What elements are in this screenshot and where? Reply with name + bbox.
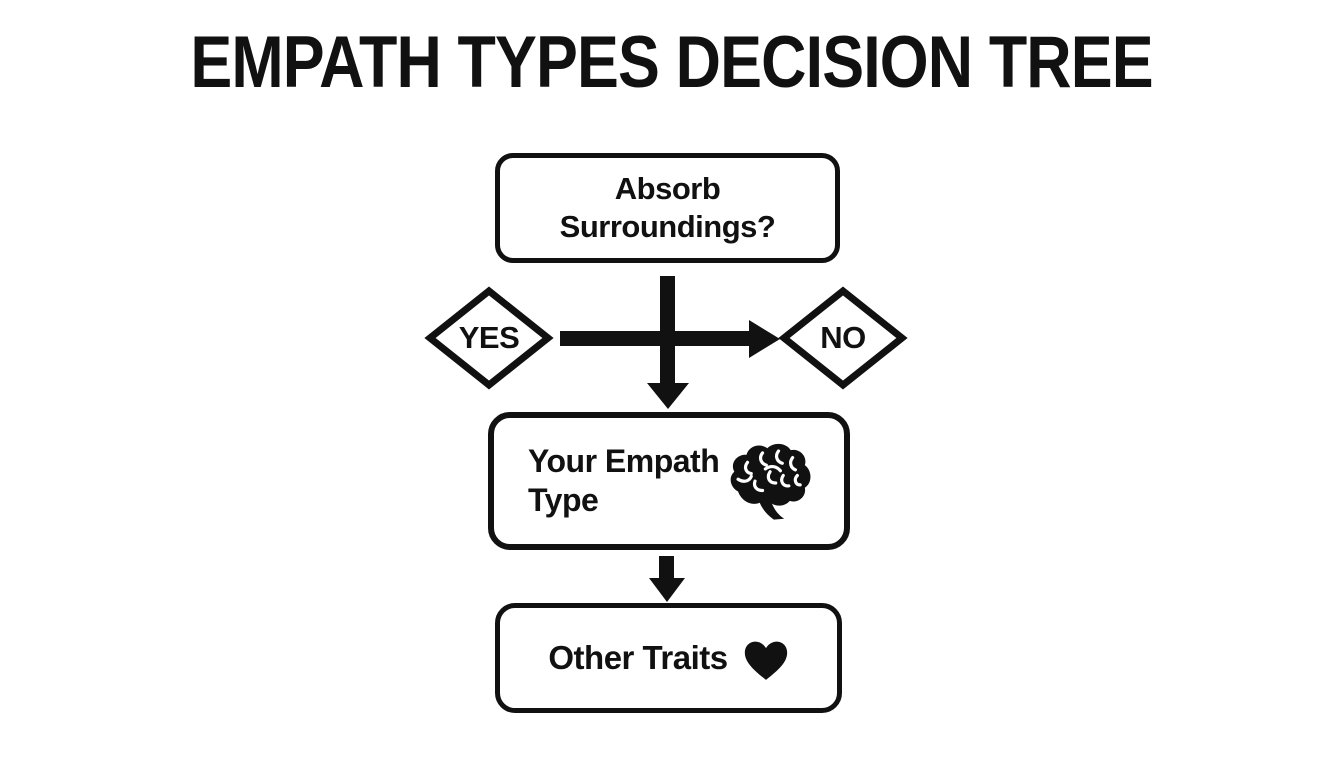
traits-box-label: Other Traits [548, 639, 728, 676]
down-arrow-main-shaft [660, 276, 675, 384]
right-arrow-shaft [560, 331, 750, 346]
brain-icon [730, 443, 811, 520]
page-title-text: EMPATH TYPES DECISION TREE [190, 22, 1154, 103]
down-arrow-short-head [649, 578, 685, 602]
no-diamond-shape [778, 286, 908, 390]
page-title: EMPATH TYPES DECISION TREE [0, 22, 1344, 104]
question-box: Absorb Surroundings? [495, 153, 840, 263]
no-diamond: NO [778, 285, 908, 391]
no-label: NO [820, 320, 866, 355]
heart-icon [744, 641, 787, 680]
right-arrow-head [749, 320, 780, 358]
question-box-line1: Absorb [614, 171, 721, 206]
question-box-line2: Surroundings? [559, 209, 776, 244]
result-box: Your Empath Type [488, 412, 850, 550]
traits-box: Other Traits [495, 603, 842, 713]
yes-diamond: YES [424, 285, 554, 391]
result-box-line1: Your Empath [528, 443, 720, 479]
result-box-line2: Type [528, 482, 599, 518]
down-arrow-short-shaft [659, 556, 674, 579]
down-arrow-main-head [647, 383, 689, 409]
yes-label: YES [458, 320, 520, 355]
result-box-text: Your Empath Type [528, 442, 720, 520]
yes-diamond-shape [424, 286, 554, 390]
